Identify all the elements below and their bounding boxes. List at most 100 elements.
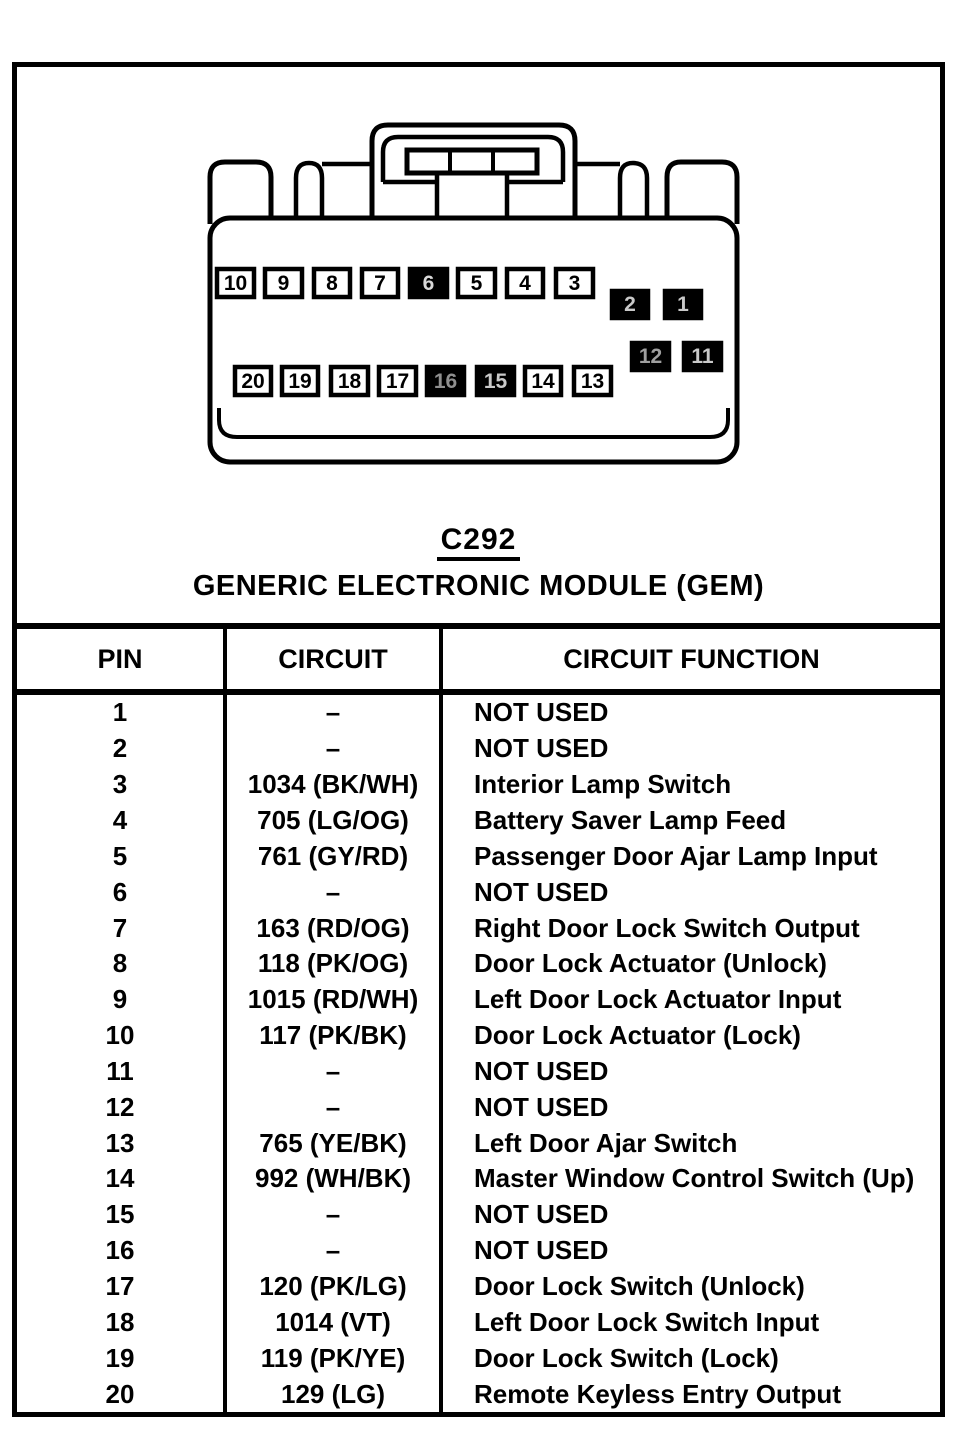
connector-body-inner-line [217, 408, 730, 439]
pin-label-12: 12 [639, 345, 662, 368]
table-row: 18 1014 (VT) Left Door Lock Switch Input [17, 1304, 940, 1341]
table-row: 15 – NOT USED [17, 1196, 940, 1233]
pin-cell: 11 [17, 1053, 227, 1090]
pin-label-8: 8 [326, 272, 338, 295]
pin-box-14 [522, 364, 564, 398]
bump-right [617, 160, 650, 224]
table-row: 12 – NOT USED [17, 1089, 940, 1126]
latch-window [404, 147, 540, 176]
page-frame: 10 9 8 7 6 5 4 3 2 1 [12, 62, 945, 1417]
circuit-cell: 129 (LG) [227, 1376, 443, 1412]
function-cell: Left Door Ajar Switch [474, 1127, 738, 1158]
header-circuit-function: CIRCUIT FUNCTION [563, 643, 820, 674]
pin-label-6: 6 [423, 272, 435, 295]
table-row: 13 765 (YE/BK) Left Door Ajar Switch [17, 1125, 940, 1162]
pin-box-5 [455, 266, 498, 300]
pin-cell: 8 [17, 945, 227, 982]
circuit-cell: 765 (YE/BK) [227, 1125, 443, 1162]
pin-cell: 5 [17, 838, 227, 875]
pin-cell: 9 [17, 981, 227, 1018]
table-row: 8 118 (PK/OG) Door Lock Actuator (Unlock… [17, 945, 940, 982]
pin-label-13: 13 [581, 370, 604, 393]
title-block: C292 GENERIC ELECTRONIC MODULE (GEM) [17, 525, 940, 603]
pin-label-15: 15 [484, 370, 508, 393]
pin-label-18: 18 [338, 370, 362, 393]
pinout-table: PIN CIRCUIT CIRCUIT FUNCTION 1 – NOT USE… [17, 623, 940, 1412]
pin-cell: 15 [17, 1196, 227, 1233]
circuit-cell: 992 (WH/BK) [227, 1161, 443, 1197]
pin-cell: 13 [17, 1125, 227, 1162]
pin-box-16 [424, 364, 467, 398]
pin-box-2 [609, 288, 651, 321]
pin-cell: 19 [17, 1340, 227, 1377]
circuit-cell: – [227, 1196, 443, 1233]
connector-title: GENERIC ELECTRONIC MODULE (GEM) [192, 570, 765, 602]
circuit-cell: – [227, 695, 443, 731]
pin-box-11 [681, 340, 724, 373]
function-cell: Door Lock Switch (Lock) [474, 1342, 779, 1373]
pin-box-20 [232, 364, 274, 398]
pin-box-1 [662, 288, 704, 321]
function-cell: NOT USED [474, 876, 609, 907]
function-cell: NOT USED [474, 1235, 609, 1266]
circuit-cell: 163 (RD/OG) [227, 910, 443, 946]
pin-label-14: 14 [531, 370, 555, 393]
pin-box-10 [214, 266, 257, 300]
circuit-cell: 117 (PK/BK) [227, 1017, 443, 1054]
circuit-cell: 1014 (VT) [227, 1304, 443, 1341]
circuit-cell: 1015 (RD/WH) [227, 981, 443, 1018]
pin-box-4 [504, 266, 546, 300]
table-row: 4 705 (LG/OG) Battery Saver Lamp Feed [17, 802, 940, 839]
table-header-row: PIN CIRCUIT CIRCUIT FUNCTION [17, 629, 940, 695]
pin-cell: 4 [17, 802, 227, 839]
pin-box-8 [311, 266, 353, 300]
pin-label-5: 5 [471, 272, 483, 295]
function-cell: Battery Saver Lamp Feed [474, 804, 787, 835]
circuit-cell: 118 (PK/OG) [227, 945, 443, 982]
table-row: 20 129 (LG) Remote Keyless Entry Output [17, 1376, 940, 1412]
table-row: 5 761 (GY/RD) Passenger Door Ajar Lamp I… [17, 838, 940, 875]
function-cell: Right Door Lock Switch Output [474, 912, 860, 943]
pin-label-4: 4 [519, 272, 531, 295]
pin-label-7: 7 [374, 272, 386, 295]
circuit-cell: – [227, 1232, 443, 1269]
table-row: 17 120 (PK/LG) Door Lock Switch (Unlock) [17, 1268, 940, 1305]
pin-label-16: 16 [434, 370, 457, 393]
pin-box-12 [629, 340, 672, 373]
function-cell: Left Door Lock Actuator Input [474, 984, 842, 1015]
pin-cell: 6 [17, 874, 227, 911]
function-cell: Door Lock Switch (Unlock) [474, 1271, 805, 1302]
table-row: 3 1034 (BK/WH) Interior Lamp Switch [17, 766, 940, 803]
table-row: 16 – NOT USED [17, 1232, 940, 1269]
pin-cell: 14 [17, 1161, 227, 1197]
function-cell: NOT USED [474, 733, 609, 764]
pin-label-10: 10 [224, 272, 247, 295]
pin-label-20: 20 [241, 370, 264, 393]
connector-diagram: 10 9 8 7 6 5 4 3 2 1 [207, 122, 740, 465]
pin-label-2: 2 [624, 293, 636, 316]
pin-box-19 [279, 364, 321, 398]
circuit-cell: 1034 (BK/WH) [227, 766, 443, 803]
table-row: 14 992 (WH/BK) Master Window Control Swi… [17, 1161, 940, 1197]
function-cell: NOT USED [474, 697, 609, 728]
pin-cell: 20 [17, 1376, 227, 1412]
circuit-cell: – [227, 874, 443, 911]
function-cell: Master Window Control Switch (Up) [474, 1163, 915, 1194]
table-row: 7 163 (RD/OG) Right Door Lock Switch Out… [17, 910, 940, 946]
pin-box-7 [359, 266, 401, 300]
circuit-cell: – [227, 1089, 443, 1126]
table-row: 2 – NOT USED [17, 730, 940, 767]
pin-cell: 18 [17, 1304, 227, 1341]
header-circuit: CIRCUIT [227, 629, 443, 689]
pin-label-17: 17 [386, 370, 409, 393]
pin-cell: 1 [17, 695, 227, 731]
pin-cell: 16 [17, 1232, 227, 1269]
pin-box-17 [376, 364, 419, 398]
pin-cell: 12 [17, 1089, 227, 1126]
table-row: 6 – NOT USED [17, 874, 940, 911]
pin-cell: 2 [17, 730, 227, 767]
latch-window-dividers [448, 150, 495, 173]
function-cell: Remote Keyless Entry Output [474, 1378, 841, 1409]
pin-box-15 [474, 364, 517, 398]
latch-inner [380, 134, 566, 224]
